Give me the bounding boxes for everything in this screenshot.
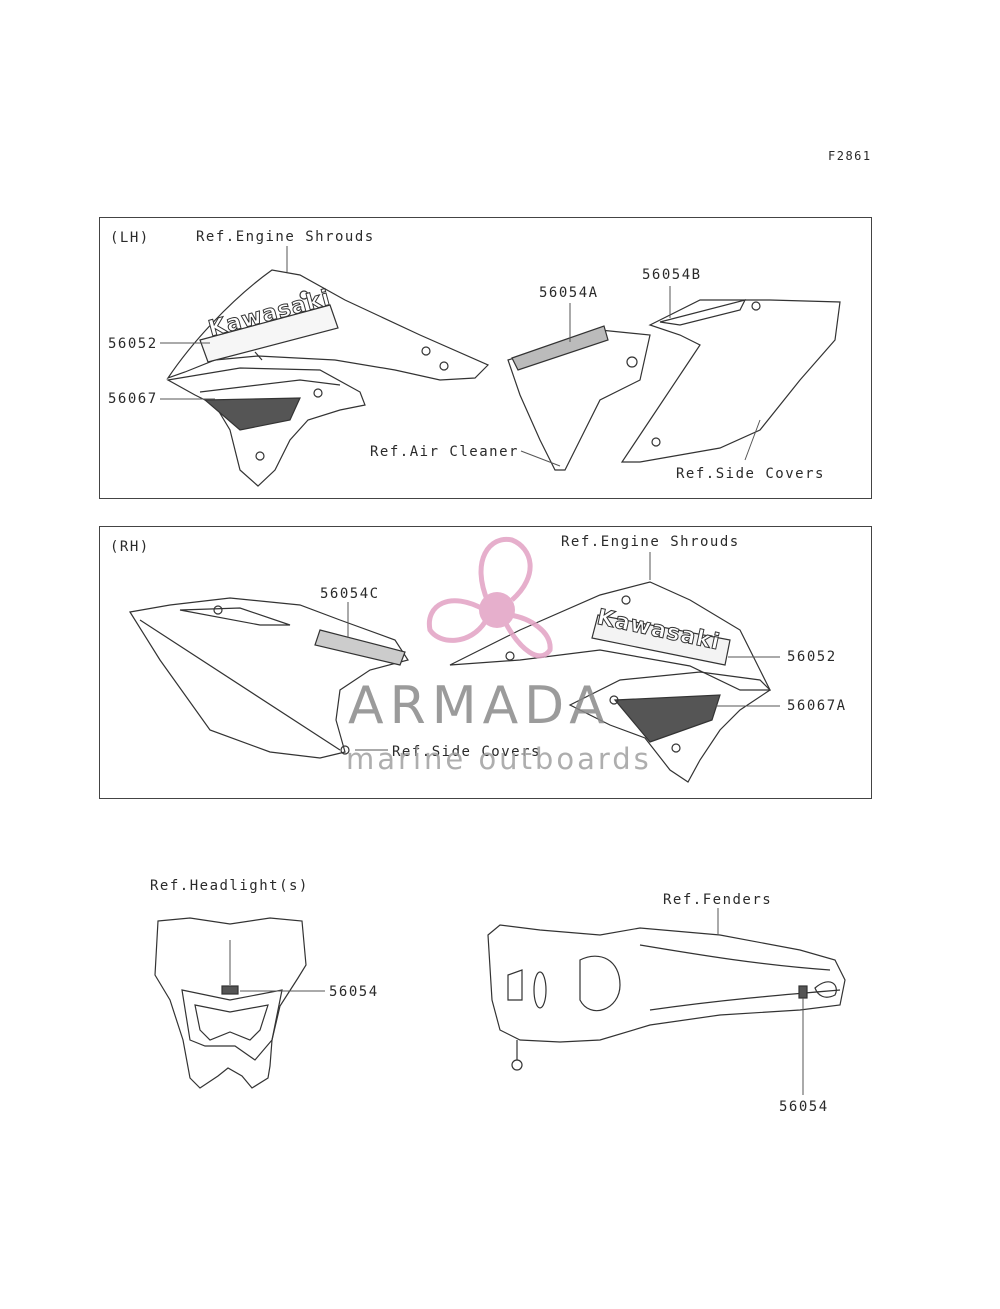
lh-side-label: (LH) xyxy=(110,230,150,246)
headlight-part-56054[interactable]: 56054 xyxy=(329,984,379,1000)
rh-ref-side-covers: Ref.Side Covers xyxy=(392,744,541,760)
watermark-tagline: marine outboards xyxy=(346,742,652,776)
headlight-ref-label: Ref.Headlight(s) xyxy=(150,878,309,894)
rh-part-56054c[interactable]: 56054C xyxy=(320,586,380,602)
rh-engine-shroud xyxy=(449,581,771,691)
headlight-fairing xyxy=(154,917,325,1089)
rear-fender xyxy=(487,908,846,1095)
lh-ref-air-cleaner: Ref.Air Cleaner xyxy=(370,444,519,460)
lh-engine-shroud xyxy=(166,269,490,381)
lh-part-56054b[interactable]: 56054B xyxy=(642,267,702,283)
lh-part-56067[interactable]: 56067 xyxy=(108,391,158,407)
rh-leader-lines xyxy=(347,552,780,751)
lh-part-56054a[interactable]: 56054A xyxy=(539,285,599,301)
lh-panel xyxy=(99,217,872,499)
figure-code: F2861 xyxy=(828,149,872,163)
rh-part-56052[interactable]: 56052 xyxy=(787,649,837,665)
fender-ref-label: Ref.Fenders xyxy=(663,892,773,908)
fender-part-56054[interactable]: 56054 xyxy=(779,1099,829,1115)
lh-part-56052[interactable]: 56052 xyxy=(108,336,158,352)
rh-side-label: (RH) xyxy=(110,539,150,555)
lh-air-cleaner-cover xyxy=(507,325,651,471)
lh-ref-engine-shrouds: Ref.Engine Shrouds xyxy=(196,229,375,245)
lh-leader-lines xyxy=(160,246,761,467)
rh-part-56067a[interactable]: 56067A xyxy=(787,698,847,714)
lh-ref-side-covers: Ref.Side Covers xyxy=(676,466,825,482)
watermark-brand: ARMADA xyxy=(348,676,611,736)
rh-ref-engine-shrouds: Ref.Engine Shrouds xyxy=(561,534,740,550)
lh-lower-shroud xyxy=(166,367,366,487)
rh-lower-shroud xyxy=(568,671,771,783)
rh-panel xyxy=(99,526,872,799)
lh-side-cover xyxy=(620,299,841,463)
rh-side-cover xyxy=(129,597,409,759)
watermark-propeller xyxy=(426,536,553,659)
